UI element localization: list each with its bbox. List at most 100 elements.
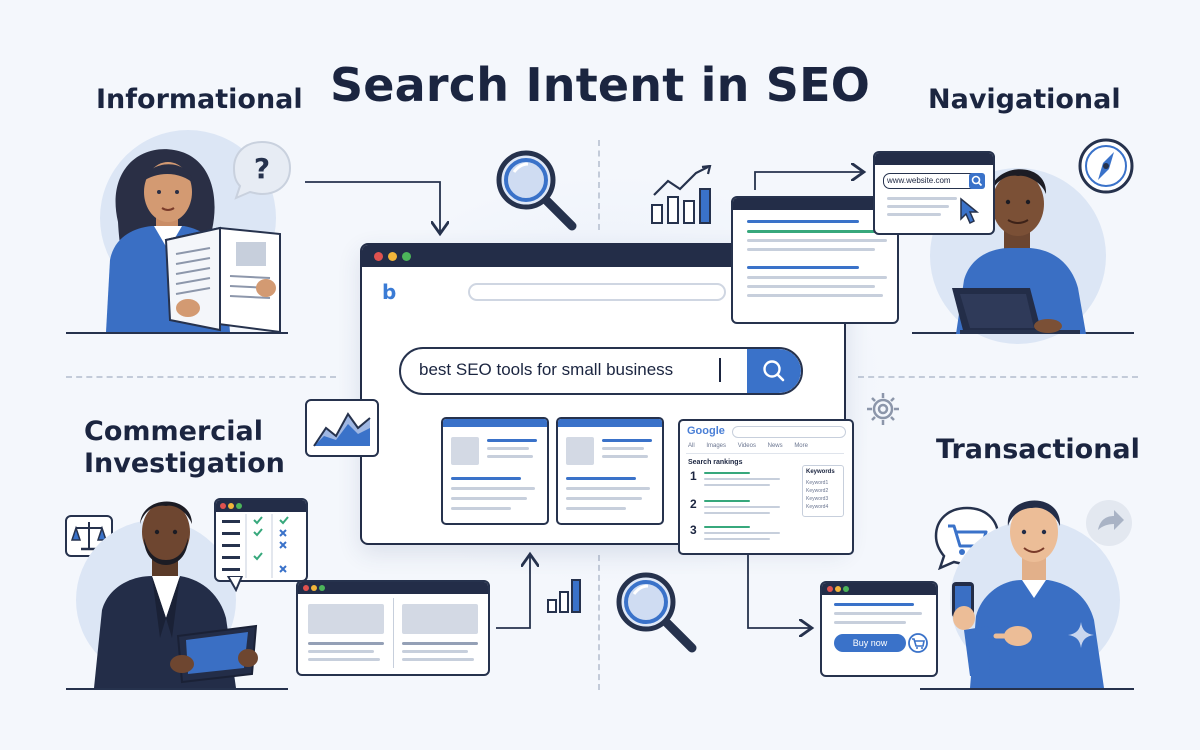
browser-titlebar xyxy=(362,245,844,267)
cursor-icon xyxy=(960,197,980,225)
label-informational: Informational xyxy=(96,84,303,115)
address-bar[interactable] xyxy=(468,283,726,301)
result-thumbnail xyxy=(566,437,594,465)
content-line xyxy=(887,213,941,216)
keywords-title: Keywords xyxy=(806,469,835,475)
result-line xyxy=(747,285,875,288)
result-line xyxy=(487,455,533,458)
share-arrow-icon xyxy=(1086,500,1132,546)
compare-line xyxy=(402,650,468,653)
compare-thumbnail xyxy=(308,604,384,634)
svg-text:?: ? xyxy=(254,152,270,185)
window-titlebar xyxy=(298,582,488,594)
compare-line xyxy=(308,650,374,653)
rankings-tab[interactable]: All xyxy=(688,443,695,449)
rankings-panel: Google All Images Videos News More Searc… xyxy=(678,419,854,555)
minimize-dot-icon[interactable] xyxy=(388,252,397,261)
result-line xyxy=(747,276,887,279)
window-titlebar xyxy=(875,153,993,165)
rank-number: 2 xyxy=(690,497,697,511)
rankings-divider xyxy=(686,453,844,454)
bar-chart-icon xyxy=(651,165,712,224)
website-window: www.website.com xyxy=(873,151,995,235)
label-navigational: Navigational xyxy=(928,84,1121,115)
content-line xyxy=(887,197,957,200)
rankings-search-field[interactable] xyxy=(732,426,846,438)
result-line xyxy=(747,294,883,297)
result-line xyxy=(451,507,511,510)
result-line xyxy=(747,230,883,233)
rank-number: 3 xyxy=(690,523,697,537)
window-titlebar xyxy=(733,198,897,210)
divider-right xyxy=(858,376,1138,378)
rankings-tabs: All Images Videos News More xyxy=(688,443,818,449)
rank-line xyxy=(704,532,780,534)
close-dot-icon[interactable] xyxy=(374,252,383,261)
arrow-informational xyxy=(305,181,440,232)
rankings-tab[interactable]: Images xyxy=(706,443,727,449)
rank-line xyxy=(704,512,770,514)
man-tablet-illustration xyxy=(94,501,258,688)
commercial-compare-window xyxy=(296,580,490,676)
close-dot-icon xyxy=(220,503,226,509)
result-line xyxy=(487,439,537,442)
maximize-dot-icon[interactable] xyxy=(402,252,411,261)
buy-now-button[interactable]: Buy now xyxy=(834,634,906,652)
maximize-dot-icon xyxy=(319,585,325,591)
result-line xyxy=(602,447,644,450)
search-input[interactable]: best SEO tools for small business xyxy=(399,347,803,395)
question-bubble-icon: ? xyxy=(232,140,292,200)
sparkle-icon xyxy=(1068,622,1094,648)
window-titlebar xyxy=(216,500,306,512)
divider-bottom xyxy=(598,555,600,690)
search-button[interactable] xyxy=(747,349,801,393)
result-line xyxy=(566,507,626,510)
label-commercial-line2: Investigation xyxy=(84,448,285,480)
rank-number: 1 xyxy=(690,469,697,483)
rankings-tab[interactable]: More xyxy=(794,443,808,449)
result-thumbnail xyxy=(451,437,479,465)
arrow-transactional xyxy=(747,552,810,628)
url-text: www.website.com xyxy=(887,176,951,185)
ground-informational xyxy=(66,332,288,334)
rankings-tab[interactable]: News xyxy=(767,443,783,449)
result-line xyxy=(747,239,887,242)
rankings-logo: Google xyxy=(687,425,725,437)
compass-icon xyxy=(1078,138,1134,194)
result-card-header xyxy=(443,419,547,427)
cart-icon[interactable] xyxy=(908,633,928,653)
keyword-item: Keyword3 xyxy=(806,496,829,502)
bubble-tail xyxy=(226,576,244,592)
rank-line xyxy=(704,506,780,508)
magnifier-icon xyxy=(616,572,697,653)
result-line xyxy=(451,477,521,480)
search-icon xyxy=(969,173,985,189)
divider-left xyxy=(66,376,336,378)
keyword-item: Keyword4 xyxy=(806,504,829,510)
maximize-dot-icon xyxy=(236,503,242,509)
rank-line xyxy=(704,484,770,486)
minimize-dot-icon xyxy=(835,586,841,592)
gear-icon xyxy=(867,393,899,425)
result-line xyxy=(602,439,652,442)
compare-line xyxy=(402,658,474,661)
small-bar-chart-icon xyxy=(547,579,581,613)
content-line xyxy=(887,205,949,208)
result-card-1[interactable] xyxy=(441,417,549,525)
search-engine-logo-icon: b xyxy=(382,280,397,304)
compare-divider xyxy=(393,598,394,668)
result-line xyxy=(747,220,859,223)
minimize-dot-icon xyxy=(228,503,234,509)
label-commercial-investigation: Commercial Investigation xyxy=(84,416,285,481)
arrow-navigational xyxy=(754,172,862,190)
result-line xyxy=(566,487,650,490)
result-card-2[interactable] xyxy=(556,417,664,525)
comparison-table-window xyxy=(214,498,308,582)
product-line xyxy=(834,603,914,606)
rankings-tab[interactable]: Videos xyxy=(737,443,756,449)
result-line xyxy=(451,497,527,500)
rank-line xyxy=(704,472,750,474)
rank-line xyxy=(704,478,780,480)
page-title: Search Intent in SEO xyxy=(329,58,871,112)
